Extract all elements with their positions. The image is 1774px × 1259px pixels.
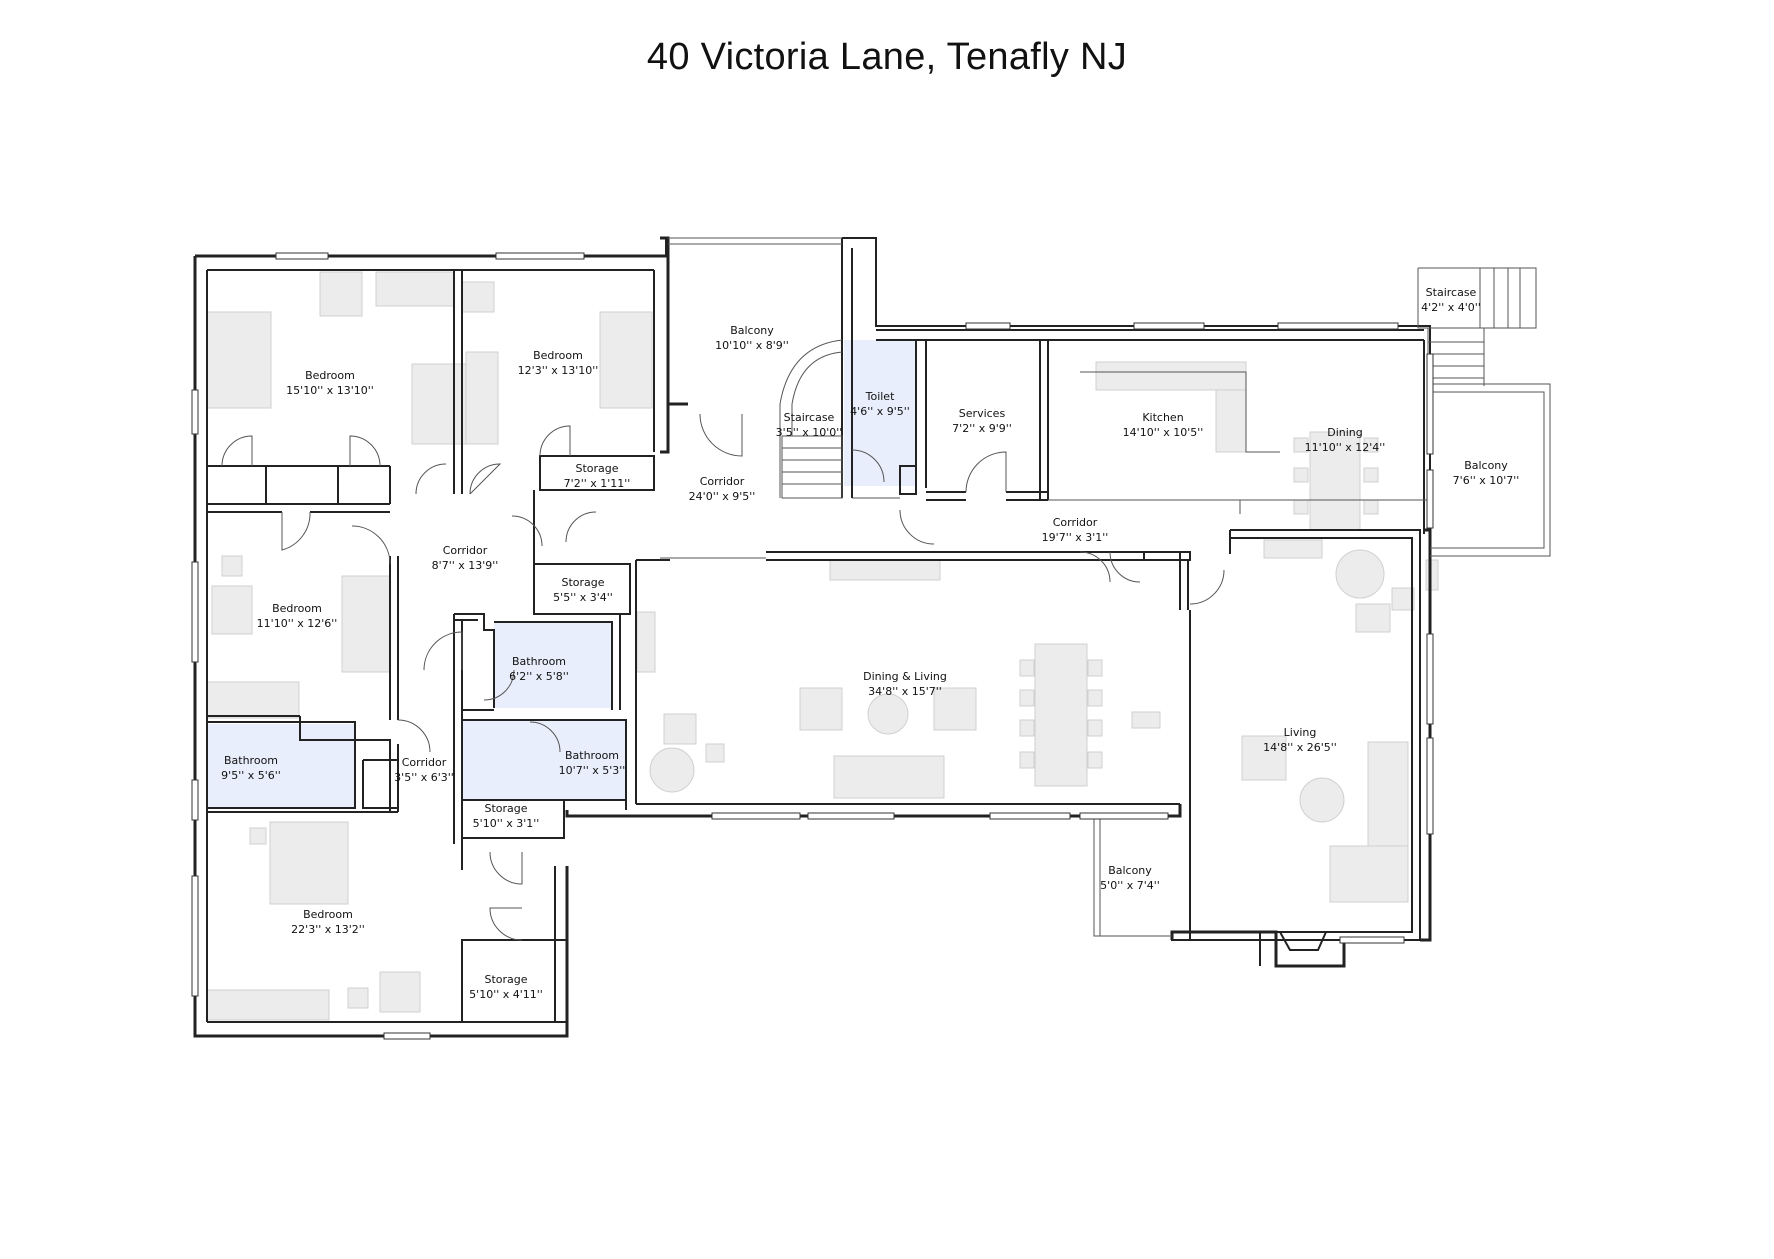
bathroom-floor-center: [462, 720, 626, 800]
room-name: Toilet: [865, 390, 895, 403]
room-name: Kitchen: [1142, 411, 1183, 424]
room-size: 4'6'' x 9'5'': [850, 405, 910, 418]
walls: [191, 236, 1551, 1040]
room-size: 9'5'' x 5'6'': [221, 769, 281, 782]
room-size: 7'2'' x 9'9'': [952, 422, 1012, 435]
room-size: 14'10'' x 10'5'': [1123, 426, 1204, 439]
room-name: Storage: [484, 802, 527, 815]
room-name: Balcony: [1108, 864, 1152, 877]
room-name: Storage: [561, 576, 604, 589]
room-name: Bedroom: [533, 349, 583, 362]
room-size: 11'10'' x 12'4'': [1305, 441, 1386, 454]
room-name: Dining & Living: [863, 670, 947, 683]
room-name: Bedroom: [303, 908, 353, 921]
bathroom-floor-left: [207, 724, 355, 808]
room-name: Services: [959, 407, 1006, 420]
room-name: Staircase: [1426, 286, 1477, 299]
bathroom-floor-small: [494, 622, 612, 708]
room-size: 6'2'' x 5'8'': [509, 670, 569, 683]
room-size: 5'10'' x 3'1'': [473, 817, 540, 830]
room-name: Corridor: [1053, 516, 1098, 529]
room-size: 10'7'' x 5'3'': [559, 764, 626, 777]
room-size: 7'2'' x 1'11'': [564, 477, 631, 490]
room-size: 7'6'' x 10'7'': [1453, 474, 1520, 487]
room-size: 4'2'' x 4'0'': [1421, 301, 1481, 314]
room-size: 5'5'' x 3'4'': [553, 591, 613, 604]
room-size: 12'3'' x 13'10'': [518, 364, 599, 377]
room-size: 5'10'' x 4'11'': [469, 988, 543, 1001]
room-size: 10'10'' x 8'9'': [715, 339, 789, 352]
room-name: Corridor: [402, 756, 447, 769]
room-name: Corridor: [443, 544, 488, 557]
furniture: [206, 271, 1439, 1021]
room-name: Balcony: [1464, 459, 1508, 472]
room-size: 5'0'' x 7'4'': [1100, 879, 1160, 892]
room-name: Bedroom: [305, 369, 355, 382]
room-size: 11'10'' x 12'6'': [257, 617, 338, 630]
room-size: 34'8'' x 15'7'': [868, 685, 942, 698]
room-name: Bathroom: [565, 749, 619, 762]
room-size: 3'5'' x 10'0'': [776, 426, 843, 439]
room-name: Storage: [575, 462, 618, 475]
room-name: Corridor: [700, 475, 745, 488]
room-name: Dining: [1327, 426, 1363, 439]
doors: [221, 413, 1241, 941]
room-name: Staircase: [784, 411, 835, 424]
room-name: Living: [1284, 726, 1317, 739]
room-size: 19'7'' x 3'1'': [1042, 531, 1109, 544]
room-size: 24'0'' x 9'5'': [689, 490, 756, 503]
plan-title: 40 Victoria Lane, Tenafly NJ: [646, 36, 1128, 78]
toilet-floor: [844, 340, 916, 486]
room-size: 3'5'' x 6'3'': [394, 771, 454, 784]
room-name: Bathroom: [224, 754, 278, 767]
room-size: 14'8'' x 26'5'': [1263, 741, 1337, 754]
room-size: 8'7'' x 13'9'': [432, 559, 499, 572]
room-size: 22'3'' x 13'2'': [291, 923, 365, 936]
room-size: 15'10'' x 13'10'': [286, 384, 374, 397]
room-labels: Bedroom 15'10'' x 13'10'' Bedroom 12'3''…: [221, 286, 1519, 1001]
room-name: Bedroom: [272, 602, 322, 615]
room-name: Bathroom: [512, 655, 566, 668]
room-name: Storage: [484, 973, 527, 986]
room-name: Balcony: [730, 324, 774, 337]
